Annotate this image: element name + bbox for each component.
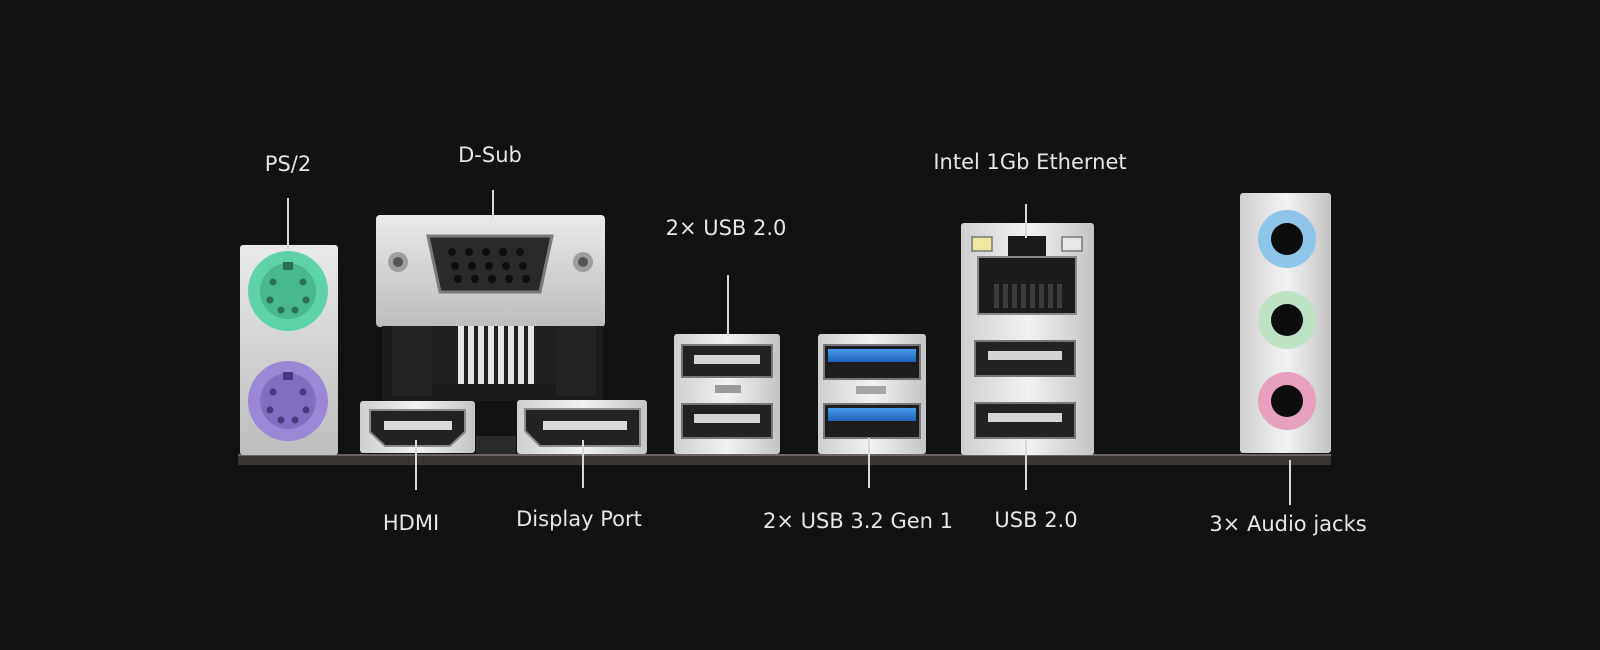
usb2-pair-leader-line <box>727 275 729 337</box>
usb2-single-leader-line <box>1025 440 1027 490</box>
displayport-leader-line <box>582 440 584 488</box>
usb32-label: 2× USB 3.2 Gen 1 <box>762 509 954 533</box>
hdmi-port <box>360 401 475 453</box>
usb2-pair-label: 2× USB 2.0 <box>665 216 787 240</box>
usb32-leader-line <box>868 438 870 488</box>
board-base <box>238 454 1331 465</box>
displayport-label: Display Port <box>516 507 642 531</box>
ps2-label: PS/2 <box>264 152 312 176</box>
displayport-port <box>517 400 647 454</box>
dsub-label: D-Sub <box>458 143 522 167</box>
dsub-leader-line <box>492 190 494 218</box>
ethernet-usb-block <box>961 223 1094 455</box>
board-base-highlight <box>238 454 1331 456</box>
ps2-port-block <box>240 245 338 455</box>
hdmi-label: HDMI <box>382 511 440 535</box>
ethernet-leader-line <box>1025 204 1027 238</box>
audio-leader-line <box>1289 460 1291 505</box>
dsub-port-block <box>376 215 605 401</box>
hdmi-leader-line <box>415 440 417 490</box>
usb2-single-label: USB 2.0 <box>994 508 1078 532</box>
usb2-pair-block <box>674 334 780 454</box>
ps2-leader-line <box>287 198 289 250</box>
usb32-pair-block <box>818 334 926 454</box>
ethernet-label: Intel 1Gb Ethernet <box>933 150 1127 174</box>
audio-jack-block <box>1240 193 1331 453</box>
audio-label: 3× Audio jacks <box>1209 512 1367 536</box>
